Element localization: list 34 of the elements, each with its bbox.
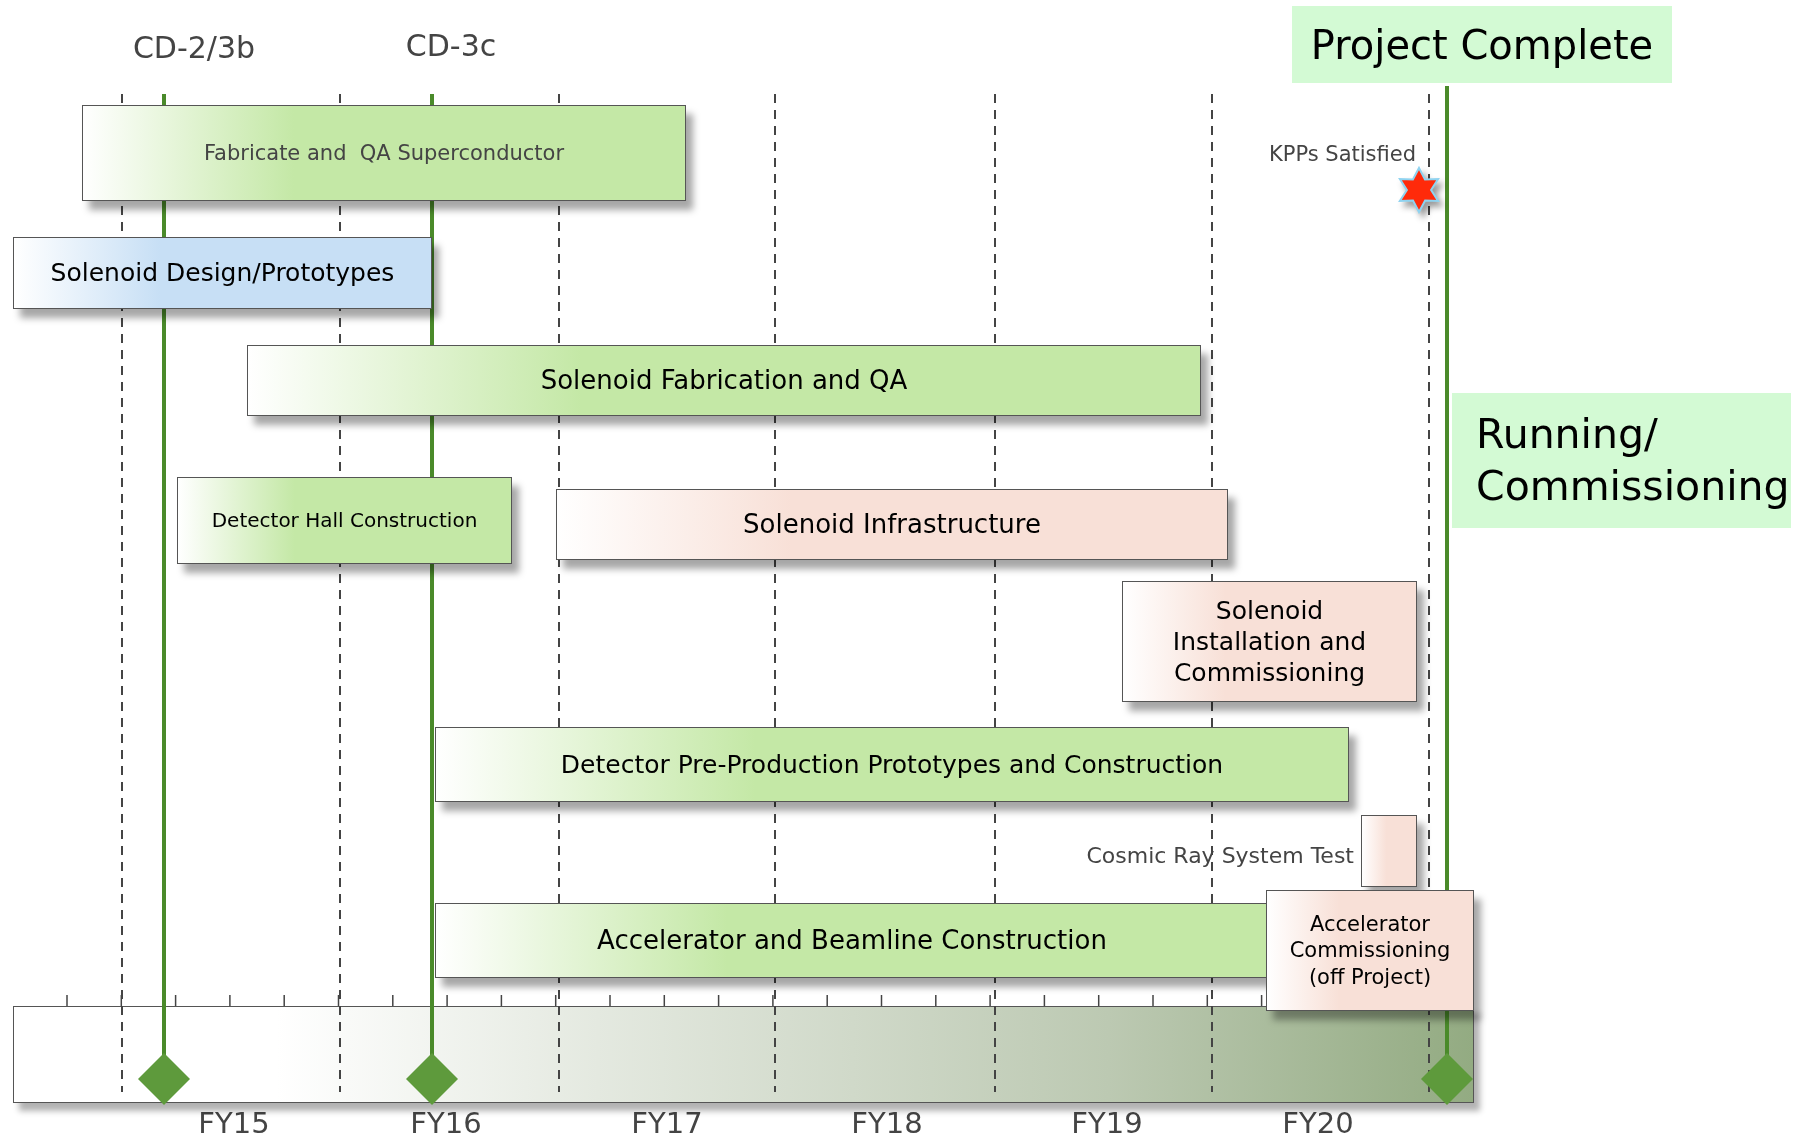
task-label: Detector Hall Construction [210, 508, 479, 533]
task-label: Running/ Commissioning [1475, 409, 1791, 512]
milestone-label: CD-3c [404, 28, 498, 63]
year-label: FY16 [409, 1106, 483, 1140]
task-label: Project Complete [1309, 20, 1655, 70]
annotation-text: KPPs Satisfied [1268, 142, 1416, 167]
task-bar [1266, 890, 1474, 1011]
task-label: Detector Pre-Production Prototypes and Construction [559, 748, 1225, 781]
year-label: FY18 [850, 1106, 924, 1140]
task-bar [1361, 815, 1417, 887]
task-bar [435, 903, 1269, 978]
task-label: Accelerator Commissioning (off Project) [1288, 911, 1452, 990]
milestone-box [1292, 6, 1672, 83]
task-label: Solenoid Installation and Commissioning [1171, 594, 1368, 689]
task-bar [247, 345, 1201, 416]
task-bar [13, 237, 432, 309]
milestone-label: CD-2/3b [131, 30, 257, 65]
phase-box [1452, 393, 1791, 528]
task-label: Solenoid Design/Prototypes [49, 257, 396, 289]
year-label: FY19 [1070, 1106, 1144, 1140]
task-bar [435, 727, 1349, 802]
task-bar [556, 489, 1228, 560]
task-label: Solenoid Fabrication and QA [539, 364, 909, 397]
task-bar [82, 105, 686, 201]
timeline-band [13, 1006, 1474, 1103]
task-label: Fabricate and QA Superconductor [202, 139, 566, 167]
task-bar [177, 477, 512, 564]
year-label: FY15 [197, 1106, 271, 1140]
task-label: Solenoid Infrastructure [742, 508, 1042, 541]
annotation-text: Cosmic Ray System Test [1086, 842, 1354, 868]
year-label: FY20 [1281, 1106, 1355, 1140]
task-label: Accelerator and Beamline Construction [596, 924, 1108, 957]
year-label: FY17 [630, 1106, 704, 1140]
task-bar [1122, 581, 1417, 702]
